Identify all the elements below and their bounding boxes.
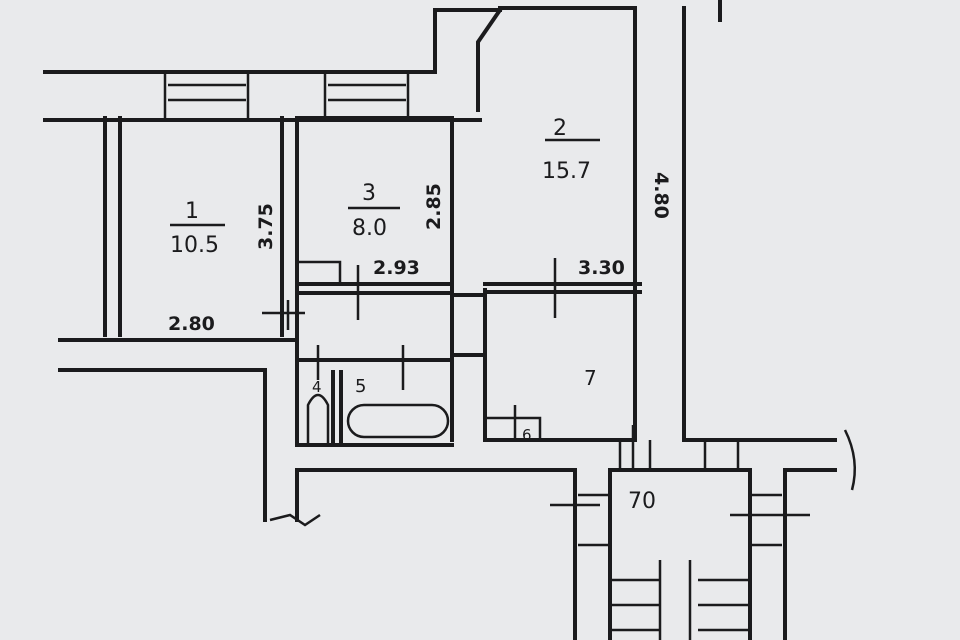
room-6-number: 6 xyxy=(522,426,532,444)
room-1-height-dim: 3.75 xyxy=(255,203,277,250)
room-1-number: 1 xyxy=(185,199,199,224)
room-4-number: 4 xyxy=(312,378,322,396)
room-3-area: 8.0 xyxy=(352,216,387,241)
room-2-width-dim: 3.30 xyxy=(578,257,625,279)
room-1-width-dim: 2.80 xyxy=(168,313,215,335)
room-1-area: 10.5 xyxy=(170,233,219,258)
room-3-height-dim: 2.85 xyxy=(423,183,445,230)
room-5-number: 5 xyxy=(355,376,366,397)
room-3-width-dim: 2.93 xyxy=(373,257,420,279)
room-7-number: 7 xyxy=(584,366,597,390)
room-2-area: 15.7 xyxy=(542,159,591,184)
room-2-height-dim: 4.80 xyxy=(650,172,672,219)
stair-label: 70 xyxy=(628,489,656,514)
walls xyxy=(43,0,857,640)
room-2-number: 2 xyxy=(553,116,567,141)
room-3-number: 3 xyxy=(362,181,376,206)
